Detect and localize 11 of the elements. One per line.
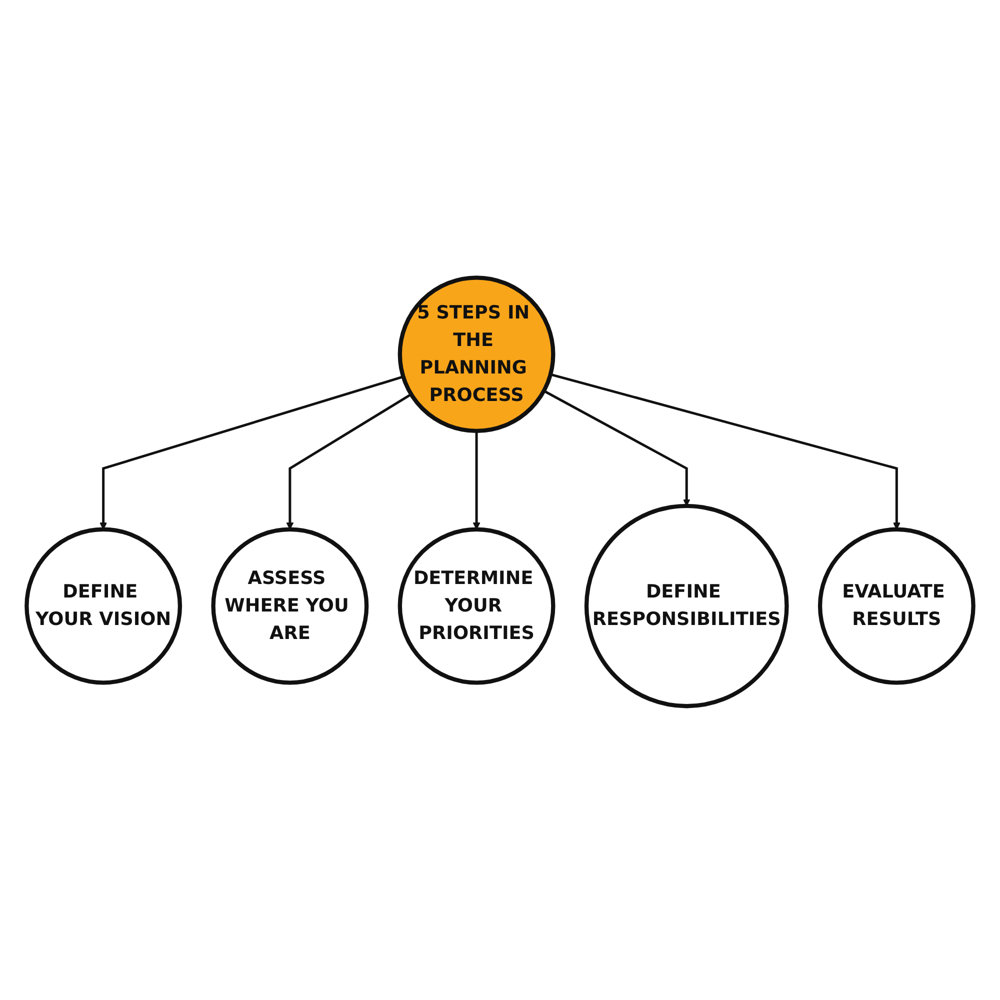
node-circle: DEFINE RESPONSIBILITIES — [584, 504, 789, 708]
arrow — [100, 376, 404, 530]
arrow — [472, 431, 480, 530]
arrow — [550, 373, 900, 530]
arrow — [286, 393, 412, 530]
node-circle: ASSESS WHERE YOU ARE — [211, 527, 369, 685]
node-circle: EVALUATE RESULTS — [818, 527, 976, 685]
node-circle: 5 STEPS IN THE PLANNING PROCESS — [398, 276, 556, 434]
node-circle: DEFINE YOUR VISION — [24, 527, 182, 685]
arrow — [543, 390, 690, 506]
node-circle: DETERMINE YOUR PRIORITIES — [398, 527, 556, 685]
